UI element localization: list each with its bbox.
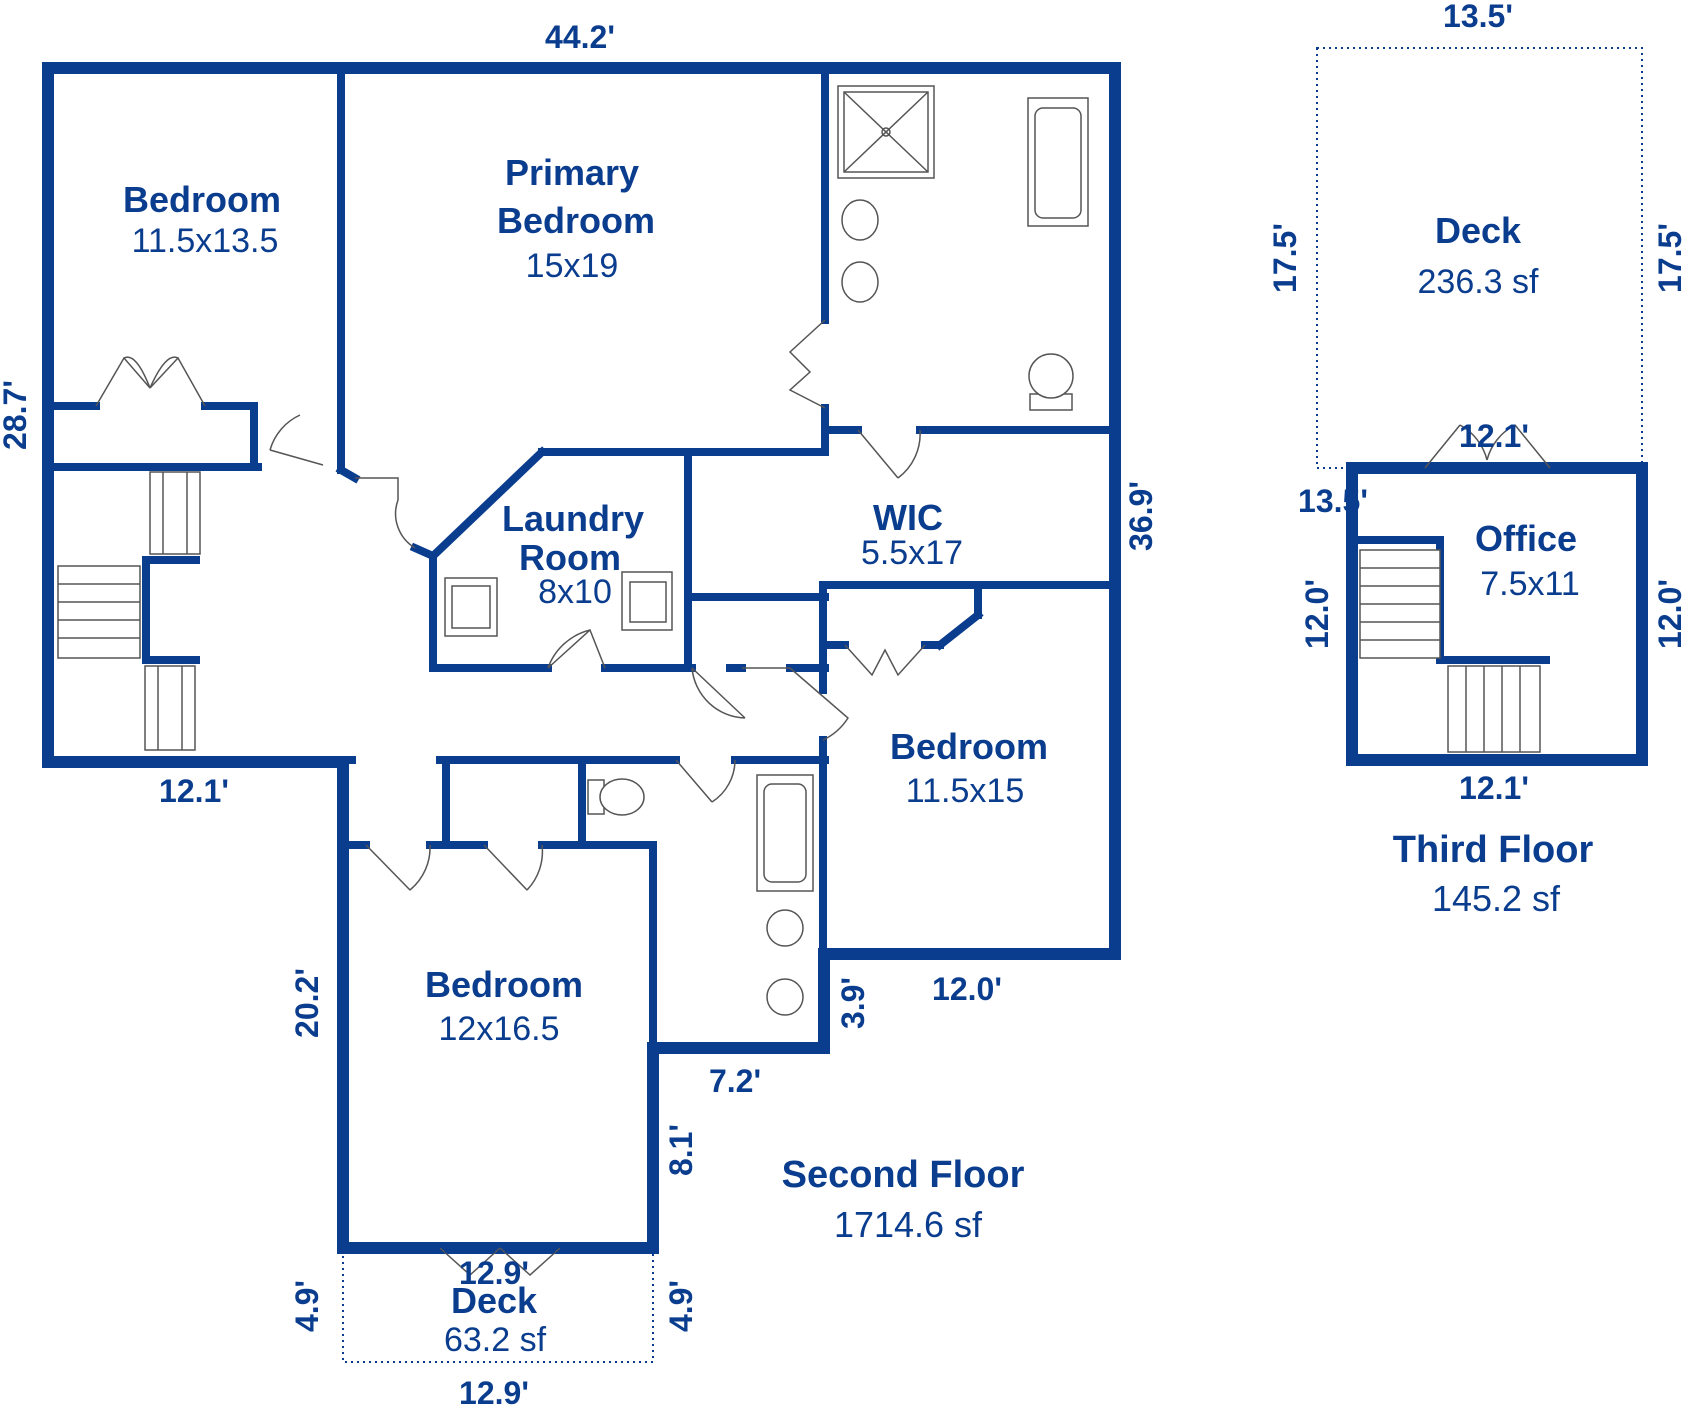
dim-third-deck-left: 17.5'	[1267, 223, 1303, 293]
dim-office-right: 12.0'	[1652, 579, 1684, 649]
dim-third-deck-top: 13.5'	[1443, 0, 1513, 34]
stairs	[57, 471, 201, 751]
room-size-bedroom-s: 12x16.5	[439, 1010, 560, 1048]
dim-bed-s-left: 20.2'	[289, 968, 325, 1038]
floor-title-third: Third Floor	[1393, 829, 1594, 871]
room-name-deck-second: Deck	[451, 1280, 538, 1321]
dim-right: 36.9'	[1123, 481, 1159, 551]
room-size-primary: 15x19	[526, 247, 619, 285]
dim-deck-right: 4.9'	[663, 1280, 699, 1332]
room-name-bedroom-s: Bedroom	[425, 964, 583, 1005]
bathtub-fixture	[756, 774, 814, 892]
floor-area-third: 145.2 sf	[1432, 878, 1561, 919]
sink-fixture	[766, 978, 804, 1016]
room-name-laundry-line1: Laundry	[502, 498, 644, 539]
third-floor-stairs	[1359, 549, 1541, 753]
dim-bed-s-right: 8.1'	[663, 1124, 699, 1176]
bathtub-fixture	[1027, 97, 1089, 227]
room-size-laundry: 8x10	[538, 573, 612, 611]
dim-third-deck-right: 17.5'	[1652, 223, 1684, 293]
room-name-primary-line1: Primary	[505, 152, 639, 193]
room-name-deck-third: Deck	[1435, 210, 1522, 251]
dim-office-bottom: 12.1'	[1459, 770, 1529, 806]
dim-step-v: 3.9'	[835, 977, 871, 1029]
dim-office-left: 12.0'	[1299, 579, 1335, 649]
second-floor-fixtures	[57, 85, 1089, 1016]
dim-office-top: 12.1'	[1459, 418, 1529, 454]
dim-bed-e-bottom: 12.0'	[932, 971, 1002, 1007]
room-size-wic: 5.5x17	[861, 534, 963, 572]
room-name-bedroom-nw: Bedroom	[123, 179, 281, 220]
dim-deck-bottom: 12.9'	[459, 1375, 529, 1406]
sink-fixture	[841, 261, 879, 303]
room-size-office: 7.5x11	[1480, 565, 1580, 603]
washer-fixture	[444, 577, 498, 637]
room-name-laundry-line2: Room	[519, 537, 621, 578]
third-floor-deck-outline	[1316, 47, 1643, 469]
room-size-deck-third: 236.3 sf	[1418, 263, 1540, 301]
dim-left: 28.7'	[0, 380, 33, 450]
dim-mid-left: 12.1'	[159, 773, 229, 809]
floor-title-second: Second Floor	[782, 1154, 1025, 1196]
second-floor-doors	[95, 319, 926, 1277]
second-floor-interior-walls	[44, 64, 1119, 1052]
room-size-deck-second: 63.2 sf	[444, 1321, 547, 1359]
dim-deck-top: 12.9'	[459, 1255, 529, 1291]
sink-fixture	[766, 909, 804, 947]
room-name-bedroom-e: Bedroom	[890, 726, 1048, 767]
dim-top: 44.2'	[545, 19, 615, 55]
room-size-bedroom-e: 11.5x15	[906, 772, 1024, 810]
room-name-wic: WIC	[873, 497, 943, 538]
room-name-office: Office	[1475, 518, 1577, 559]
third-floor-doors	[1424, 424, 1551, 469]
floor-area-second: 1714.6 sf	[834, 1204, 983, 1245]
dim-deck-left: 4.9'	[289, 1280, 325, 1332]
sink-fixture	[841, 199, 879, 241]
second-floor-exterior-walls	[42, 62, 1121, 1254]
room-name-primary-line2: Bedroom	[497, 200, 655, 241]
room-size-bedroom-nw: 11.5x13.5	[132, 222, 279, 260]
dim-office-top-left: 13.5'	[1298, 483, 1368, 519]
dim-step-h: 7.2'	[709, 1063, 761, 1099]
